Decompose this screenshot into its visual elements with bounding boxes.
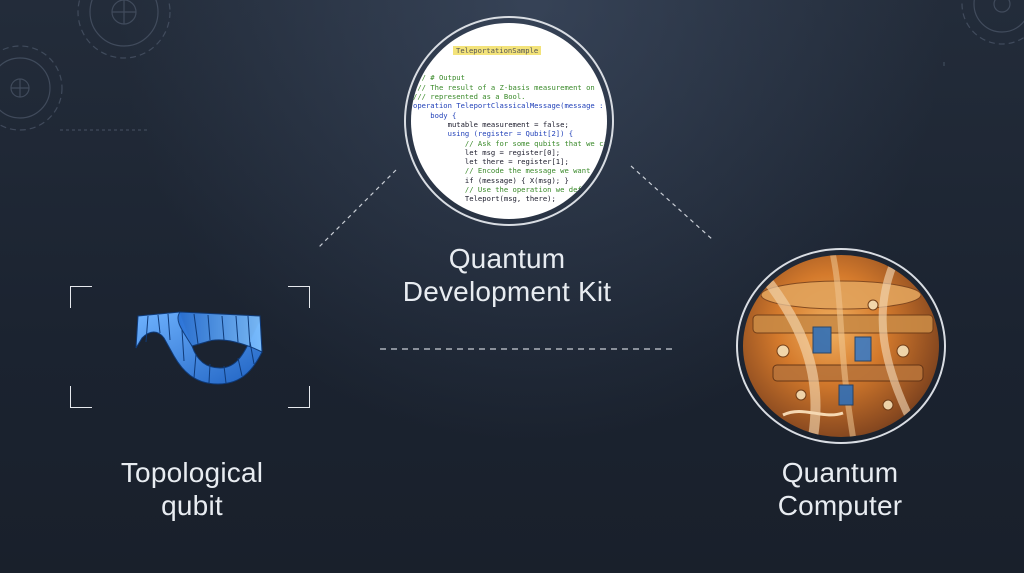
qubit-label-line-1: Topological [120, 457, 264, 488]
connector-sdk-computer [630, 165, 714, 241]
code-line: using (register = Qubit[2]) { [413, 129, 574, 139]
code-line: if (message) { X(msg); } [413, 175, 569, 185]
quantum-hardware-image [743, 255, 939, 437]
connector-qubit-computer [380, 348, 676, 350]
code-line: /// represented as a Bool. [413, 92, 526, 102]
code-snippet: TeleportationSample /// # Output/// The … [411, 23, 607, 219]
mobius-strip-icon [69, 285, 311, 409]
hardware-magnifier [736, 248, 946, 444]
quantum-hardware-image [752, 255, 934, 437]
sdk-label: Quantum Development Kit [380, 242, 634, 308]
code-line: // Use the operation we defined [413, 185, 600, 195]
sdk-label-line-2: Development Kit [402, 276, 612, 307]
qubit-label: Topological qubit [80, 456, 304, 522]
code-line: // Encode the message we want to send [413, 166, 607, 176]
gear-icon [0, 0, 171, 131]
computer-label-line-1: Quantum [781, 457, 899, 488]
code-line: body { [413, 110, 457, 120]
gear-icon [943, 0, 1024, 66]
code-line: /// The result of a Z-basis measurement … [413, 82, 595, 92]
qubit-label-line-2: qubit [161, 490, 223, 521]
code-line: mutable measurement = false; [413, 119, 569, 129]
code-line: let msg = register[0]; [413, 147, 561, 157]
qubit-frame [69, 285, 311, 409]
code-line: // Ask for some qubits that we can use [464, 138, 607, 148]
computer-label: Quantum Computer [740, 456, 940, 522]
code-line: /// # Output [413, 73, 465, 83]
code-tab: TeleportationSample [453, 45, 542, 55]
code-line: let there = register[1]; [413, 157, 569, 167]
code-line: Teleport(msg, there); [413, 194, 556, 204]
sdk-label-line-1: Quantum [448, 243, 566, 274]
code-magnifier: TeleportationSample /// # Output/// The … [404, 16, 614, 226]
code-line: operation TeleportClassicalMessage(messa… [413, 101, 604, 111]
computer-label-line-2: Computer [777, 490, 903, 521]
code-lines: TeleportationSample /// # Output/// The … [413, 27, 607, 204]
